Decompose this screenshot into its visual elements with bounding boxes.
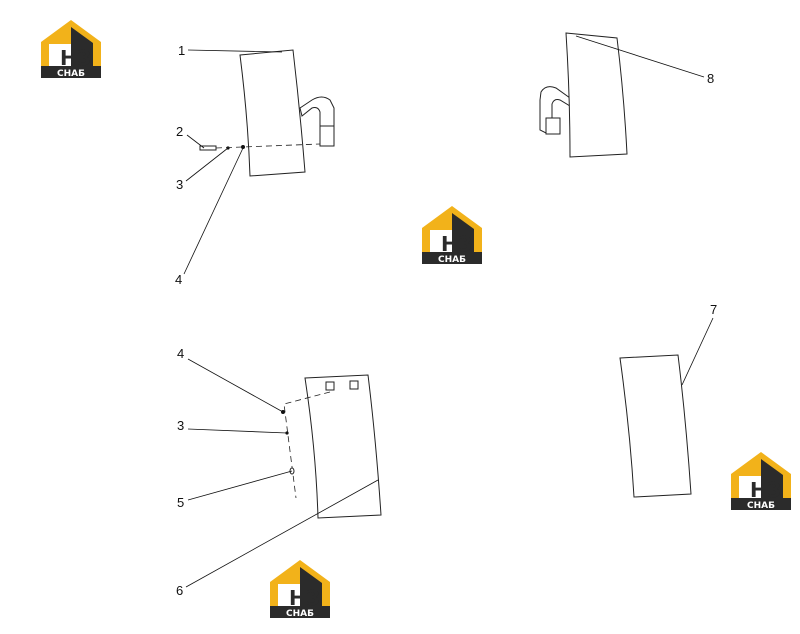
logo-letters: НЗ (750, 478, 781, 502)
nut (241, 145, 245, 149)
callout-1: 1 (178, 43, 185, 58)
logo-letters: НЗ (441, 232, 472, 256)
plain-panel (619, 354, 692, 498)
bracket-foot (319, 125, 335, 147)
callout-2: 2 (176, 124, 183, 139)
fender-panel-mirrored (565, 32, 628, 158)
callout-5: 5 (177, 495, 184, 510)
logo-center: НЗ СНАБ (422, 206, 482, 265)
logo-caption: СНАБ (747, 501, 775, 511)
fender-assembly-bottom (185, 358, 382, 588)
assembly-outline-dashed (283, 391, 331, 499)
callout-4-bottom: 4 (177, 346, 184, 361)
panel-assembly (619, 317, 714, 498)
callout-6: 6 (176, 583, 183, 598)
leader-1 (187, 49, 283, 53)
callout-8: 8 (707, 71, 714, 86)
fender-panel (239, 49, 306, 177)
logo-top-left: НЗ СНАБ (41, 20, 101, 79)
fender-assembly-front (183, 49, 335, 275)
leader-3b (187, 428, 288, 434)
callout-7: 7 (710, 302, 717, 317)
logo-right: НЗ СНАБ (731, 452, 791, 511)
assembly-axis (215, 143, 321, 149)
leader-7 (681, 317, 714, 386)
leader-4b (187, 358, 284, 413)
bracket-foot-mirrored (545, 117, 561, 135)
logo-bottom: НЗ СНАБ (270, 560, 330, 619)
leader-3 (185, 147, 229, 182)
logo-letters: НЗ (60, 46, 91, 70)
callout-3-bottom: 3 (177, 418, 184, 433)
leader-8 (575, 35, 705, 78)
leader-5 (187, 470, 293, 501)
logo-caption: СНАБ (286, 609, 314, 619)
callout-4: 4 (175, 272, 182, 287)
fender-assembly-rear (539, 32, 705, 158)
leader-2 (186, 134, 205, 149)
mount-tab-right (349, 380, 359, 390)
logo-caption: СНАБ (438, 255, 466, 265)
leader-4 (183, 147, 244, 275)
logo-letters: НЗ (289, 586, 320, 610)
mount-tab-left (325, 381, 335, 391)
leader-6 (185, 479, 379, 588)
logo-caption: СНАБ (57, 69, 85, 79)
callout-3: 3 (176, 177, 183, 192)
fender-panel-bottom (304, 374, 382, 519)
